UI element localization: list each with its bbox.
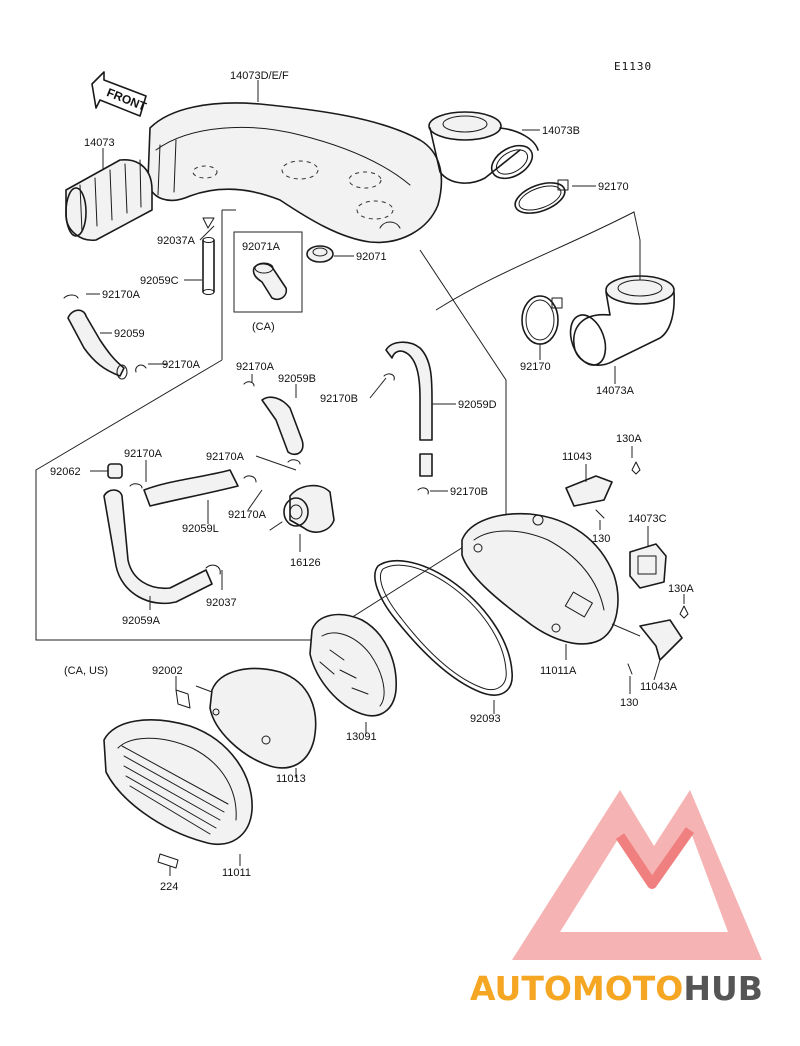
left-intake-boot [65,159,153,241]
watermark-text-main: AUTOMOTO [470,969,683,1008]
air-filter-13091 [309,613,397,717]
hose-92059l [129,469,257,507]
label-11043: 11043 [562,451,592,463]
label-92002: 92002 [152,665,183,677]
valve-16126 [269,484,335,533]
label-92071: 92071 [356,251,387,263]
bracket-11043 [565,461,641,519]
front-arrow-icon: FRONT [91,71,149,117]
label-14073a: 14073A [596,385,635,397]
label-92170a-left: 92170A [102,289,141,301]
ca-box [233,231,303,313]
label-13091: 13091 [346,731,377,743]
filter-cover-11013 [175,667,317,769]
hose-clamp-right [514,179,569,214]
label-92170b-top: 92170B [320,393,358,405]
short-pipe-92037a [202,217,215,295]
label-ca-us: (CA, US) [64,665,108,677]
cap-92062 [107,463,123,479]
part-labels: 14073D/E/F 14073 14073B 92170 92037A 920… [50,70,694,893]
label-130-top: 130 [592,533,610,545]
label-92037a: 92037A [157,235,196,247]
gasket-92093 [374,560,513,696]
watermark-logo-icon [512,790,762,960]
airbox-base-11011a [461,512,619,645]
label-92170b-bottom: 92170B [450,486,488,498]
label-14073: 14073 [84,137,115,149]
label-92170-mid: 92170 [520,361,551,373]
label-92062: 92062 [50,466,81,478]
label-11013: 11013 [276,773,306,785]
grommet-92071 [306,245,334,263]
label-92170a-4: 92170A [228,509,267,521]
label-92170-right: 92170 [598,181,629,193]
leader-lines [86,80,685,876]
label-92059d: 92059D [458,399,497,411]
label-11043a: 11043A [640,681,678,693]
label-ca: (CA) [252,321,275,333]
watermark-text-hub: HUB [683,969,763,1008]
label-92170a-2: 92170A [124,448,163,460]
seal-14073c [629,543,667,589]
label-92093: 92093 [470,713,501,725]
label-92059l: 92059L [182,523,219,535]
label-14073c: 14073C [628,513,667,525]
hose-92059d [383,341,433,495]
label-130-bottom: 130 [620,697,638,709]
label-92170a-mid: 92170A [162,359,201,371]
label-130a-top: 130A [616,433,642,445]
label-92170a-top: 92170A [236,361,275,373]
bracket-11043a [627,605,689,675]
label-14073b: 14073B [542,125,580,137]
label-92059: 92059 [114,328,145,340]
label-92059c: 92059C [140,275,179,287]
lower-funnel [569,275,675,366]
label-92059a: 92059A [122,615,161,627]
label-92170a-3: 92170A [206,451,245,463]
label-92037: 92037 [206,597,237,609]
label-14073def: 14073D/E/F [230,70,289,82]
front-cover-11011 [103,719,253,869]
label-11011: 11011 [222,867,251,879]
airbox-housing [147,102,443,244]
label-130a-bottom: 130A [668,583,694,595]
hose-92059b [243,381,304,465]
label-11011a: 11011A [540,665,577,677]
label-16126: 16126 [290,557,321,569]
upper-funnel [428,111,539,184]
hose-clamp-middle [521,295,563,345]
reference-code: E1130 [614,60,652,73]
hose-92059 [63,294,147,380]
label-92071a: 92071A [242,241,281,253]
label-92059b: 92059B [278,373,316,385]
hose-92059a [103,489,221,605]
watermark-text: AUTOMOTOHUB [470,969,763,1008]
label-224: 224 [160,881,178,893]
